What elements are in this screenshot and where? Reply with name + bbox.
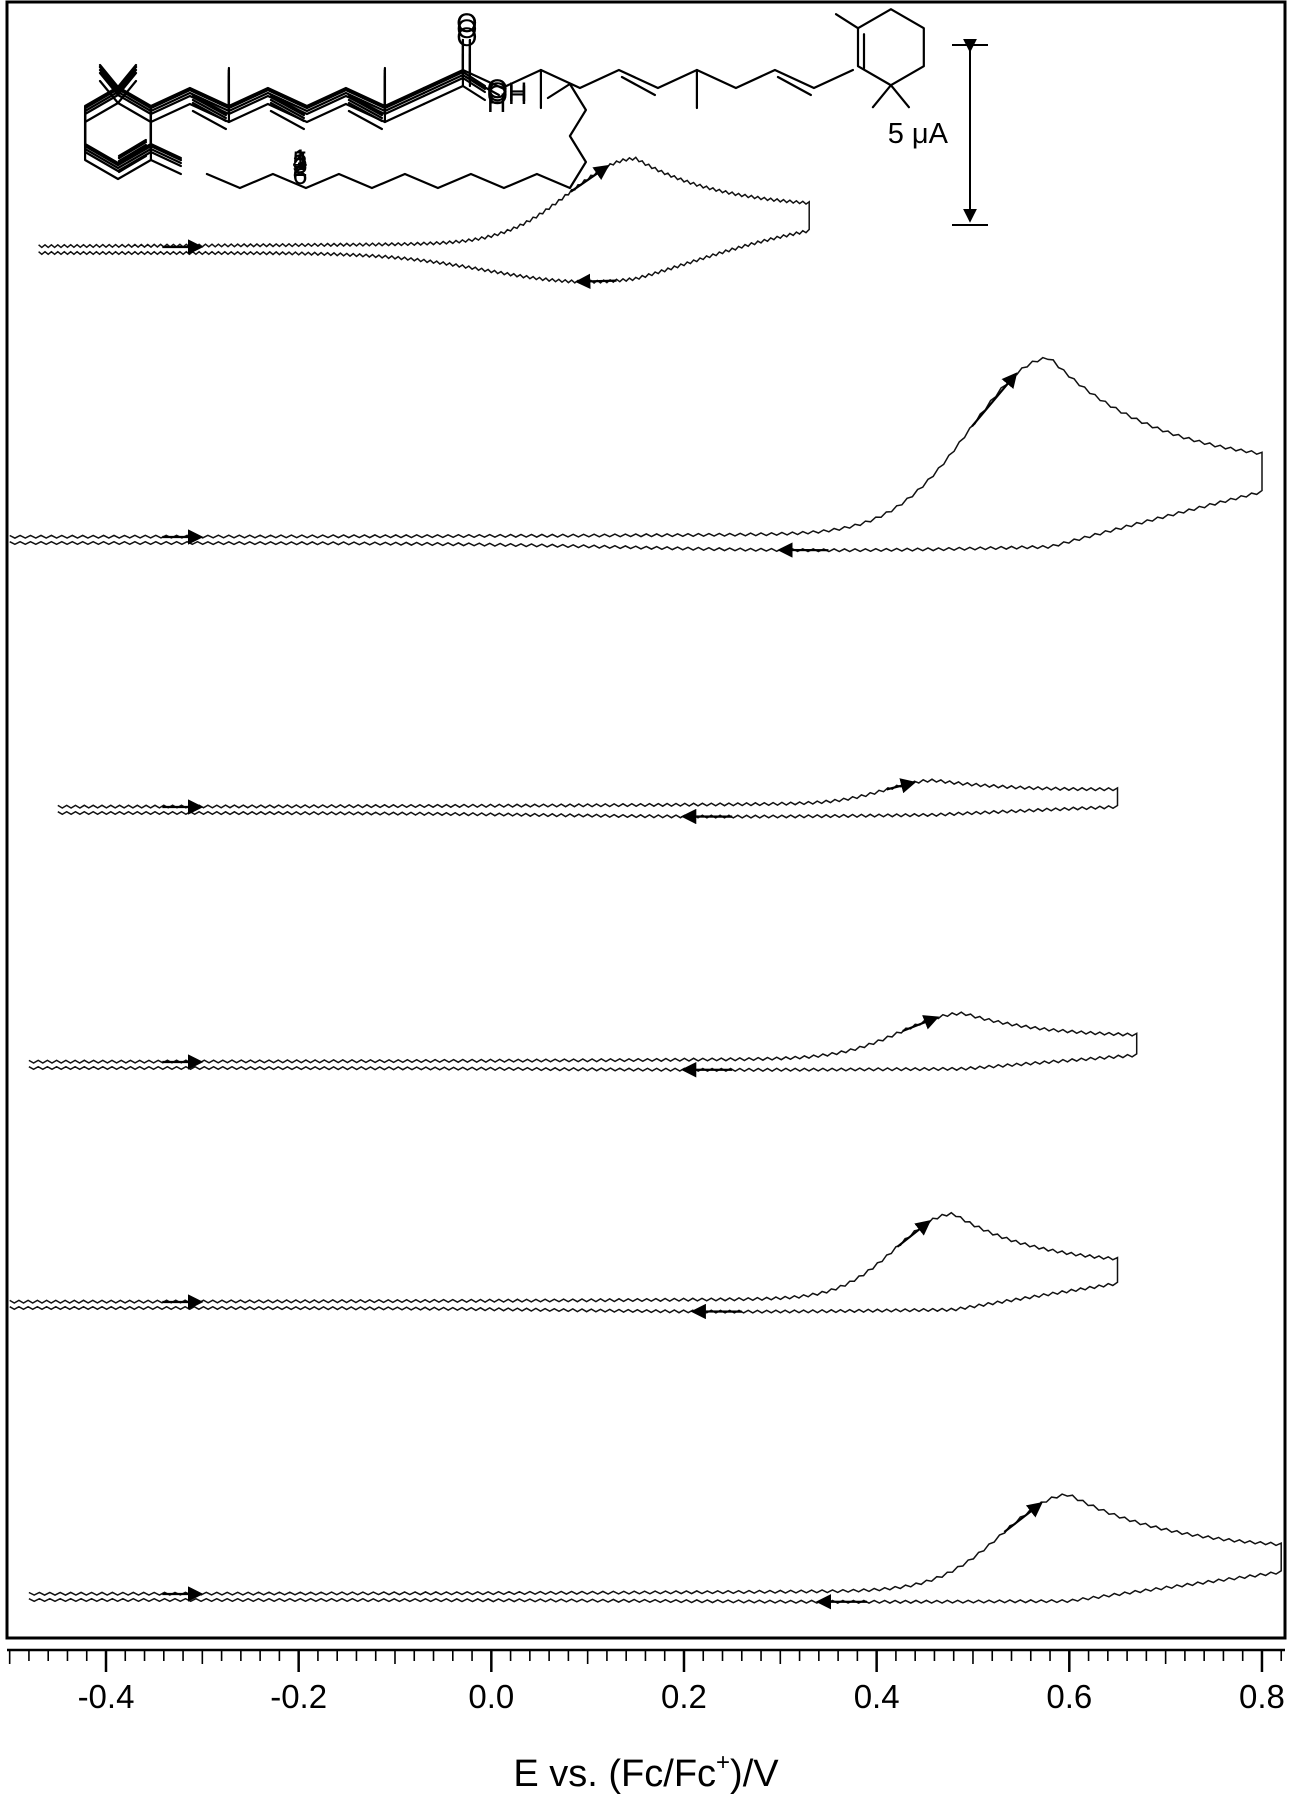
anodic-scan-arrow bbox=[902, 1015, 940, 1033]
anodic-scan-arrow bbox=[1003, 1501, 1043, 1533]
cv-trace-5 bbox=[9, 1211, 1119, 1320]
x-tick-label: -0.2 bbox=[270, 1678, 327, 1715]
cv-loop-4 bbox=[28, 1011, 1138, 1072]
substituent-label: OH bbox=[487, 80, 527, 110]
substituent-label: O bbox=[487, 74, 508, 104]
plot-frame bbox=[5, 0, 1287, 1640]
molecule-6: 6OH bbox=[83, 22, 507, 190]
substituent-label: O bbox=[487, 74, 508, 104]
x-tick-label: 0.0 bbox=[468, 1678, 514, 1715]
scale-bar-label: 5 μA bbox=[888, 118, 949, 150]
anodic-scan-arrow bbox=[886, 778, 917, 794]
cv-loop-2 bbox=[9, 356, 1263, 553]
anodic-scan-arrow bbox=[896, 1220, 932, 1248]
molecule-1: 1 bbox=[83, 8, 925, 174]
x-tick-label: 0.6 bbox=[1046, 1678, 1092, 1715]
anodic-scan-arrow bbox=[570, 164, 610, 193]
return-scan-arrow bbox=[574, 273, 617, 290]
molecule-3: 3 OH bbox=[83, 68, 527, 179]
molecule-number: 2 bbox=[292, 152, 307, 182]
molecule-number: 5 bbox=[292, 146, 307, 176]
x-axis: -0.4 -0.2 0.0 0.2 0.4 0.6 0.8 bbox=[7, 1648, 1285, 1715]
cv-trace-2 bbox=[9, 356, 1263, 558]
carbonyl-oxygen-label: O bbox=[456, 22, 477, 52]
substituent-label: OH bbox=[487, 77, 527, 107]
substituent-label: H bbox=[487, 88, 507, 118]
cv-loop-3 bbox=[57, 778, 1119, 819]
x-tick-label: 0.2 bbox=[661, 1678, 707, 1715]
cv-trace-3 bbox=[57, 778, 1119, 825]
carbonyl-oxygen-label: O bbox=[456, 14, 477, 44]
molecule-5: 5OO bbox=[83, 8, 508, 176]
x-tick-label: 0.8 bbox=[1239, 1678, 1285, 1715]
x-tick-label: 0.4 bbox=[854, 1678, 900, 1715]
x-tick-label: -0.4 bbox=[78, 1678, 135, 1715]
x-axis-label: E vs. (Fc/Fc+)/V bbox=[513, 1749, 779, 1795]
cv-trace-1 bbox=[38, 156, 810, 290]
cv-loop-1 bbox=[38, 156, 810, 285]
anodic-scan-arrow bbox=[971, 372, 1018, 428]
molecule-number: 6 bbox=[292, 160, 307, 190]
molecule-number: 4 bbox=[292, 146, 307, 176]
scale-bar: 5 μA bbox=[888, 38, 988, 226]
cv-trace-6 bbox=[28, 1493, 1282, 1610]
voltammogram-curves bbox=[9, 156, 1282, 1610]
cv-trace-4 bbox=[28, 1011, 1138, 1078]
carbonyl-oxygen-label: O bbox=[456, 8, 477, 38]
cv-loop-6 bbox=[28, 1493, 1282, 1604]
molecule-number: 1 bbox=[292, 144, 307, 174]
molecule-number: 3 bbox=[292, 149, 307, 179]
cv-loop-5 bbox=[9, 1211, 1119, 1314]
carbonyl-oxygen-label: O bbox=[456, 8, 477, 38]
